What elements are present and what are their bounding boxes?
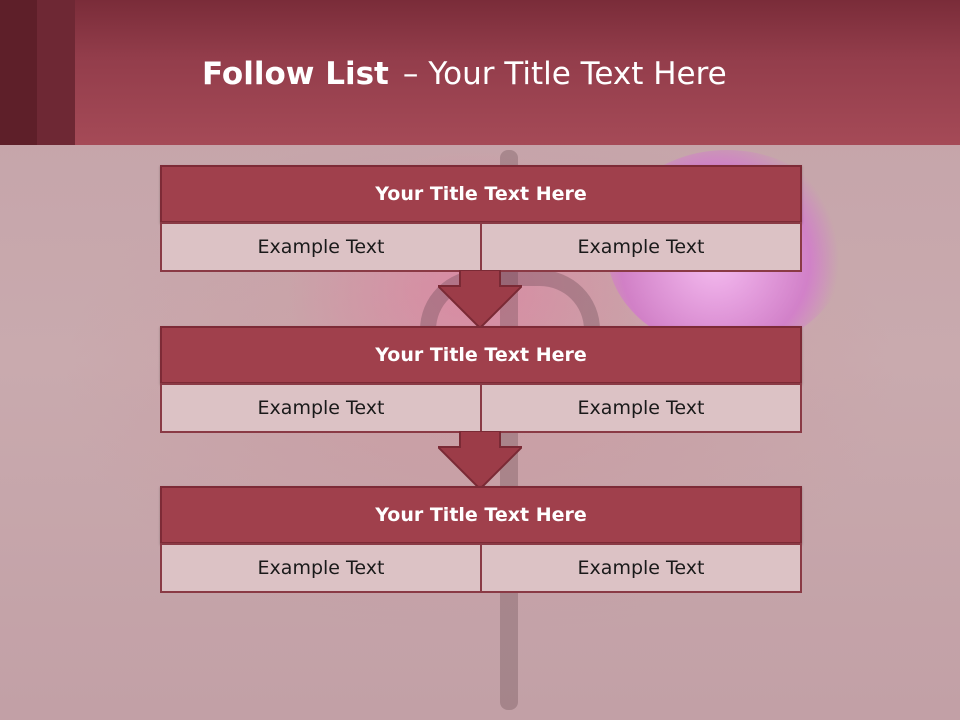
row-title: Your Title Text Here [160,486,802,544]
down-arrow-icon [438,270,522,328]
row-title: Your Title Text Here [160,326,802,384]
row-cell-right: Example Text [480,222,802,272]
header-accent-dark [0,0,37,145]
row-title: Your Title Text Here [160,165,802,223]
row-cell-right: Example Text [480,383,802,433]
row-cell-left: Example Text [160,222,482,272]
slide-title-dash: – [402,56,419,92]
row-cell-left: Example Text [160,543,482,593]
slide-title-bold: Follow List [202,56,389,92]
row-cell-left: Example Text [160,383,482,433]
header-accent-mid [37,0,75,145]
down-arrow-icon [438,431,522,489]
row-cell-right: Example Text [480,543,802,593]
header-band: Follow List–Your Title Text Here [0,0,960,145]
slide-title: Follow List–Your Title Text Here [202,56,727,98]
slide-title-rest: Your Title Text Here [428,56,727,92]
